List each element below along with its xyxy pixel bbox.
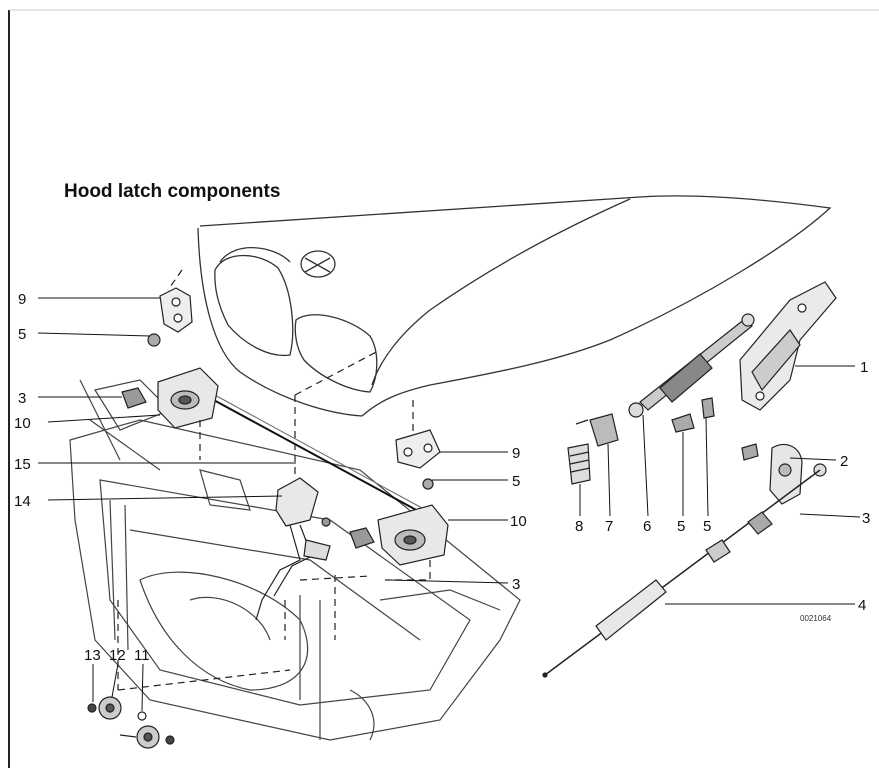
dashed-guides — [117, 269, 431, 691]
callout-8: 8 — [575, 518, 583, 535]
cable-pulley-parts — [87, 696, 175, 749]
callout-5-right-b: 5 — [703, 518, 711, 535]
callout-1: 1 — [860, 359, 868, 376]
diagram-title: Hood latch components — [64, 181, 281, 202]
callout-2: 2 — [840, 453, 848, 470]
callout-5-center: 5 — [512, 473, 520, 490]
callout-3-left: 3 — [18, 390, 26, 407]
hinge-bolts — [671, 397, 759, 461]
hood-contact-switch — [575, 413, 619, 447]
callout-10-left: 10 — [14, 415, 31, 432]
callout-5-left: 5 — [18, 326, 26, 343]
callout-15: 15 — [14, 456, 31, 473]
callout-7: 7 — [605, 518, 613, 535]
callout-3-right: 3 — [862, 510, 870, 527]
callout-6: 6 — [643, 518, 651, 535]
hood-gas-strut — [628, 313, 755, 418]
callout-11: 11 — [134, 647, 150, 664]
drawing-code: 0021064 — [800, 614, 832, 623]
center-safety-catch — [255, 477, 331, 621]
callout-12: 12 — [109, 647, 126, 664]
callout-14: 14 — [14, 493, 31, 510]
right-hood-latch — [349, 429, 449, 566]
rubber-buffer — [567, 443, 591, 485]
callout-9-right: 9 — [512, 445, 520, 462]
release-lever-bracket — [769, 443, 827, 505]
latch-cable — [209, 397, 421, 513]
release-cable — [542, 469, 821, 678]
callout-10-right: 10 — [510, 513, 527, 530]
hood-hinge — [739, 281, 837, 411]
hood-panel — [197, 195, 832, 417]
left-hood-latch — [121, 287, 219, 429]
callout-4: 4 — [858, 597, 866, 614]
callout-3-center: 3 — [512, 576, 520, 593]
latch-cable-shadow — [212, 393, 423, 509]
callout-13: 13 — [84, 647, 101, 664]
leader-lines — [37, 297, 861, 712]
callout-9-left: 9 — [18, 291, 26, 308]
callout-5-right-a: 5 — [677, 518, 685, 535]
